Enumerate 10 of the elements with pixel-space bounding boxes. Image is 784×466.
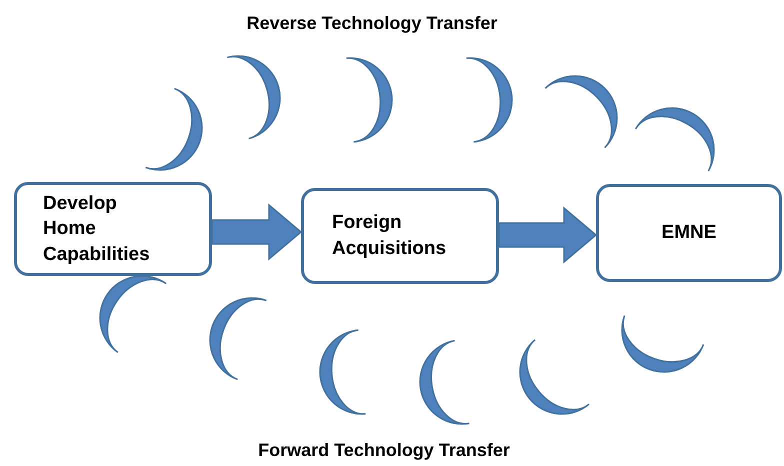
block-arrow xyxy=(498,206,598,264)
box-label: Develop Home Capabilities xyxy=(43,192,151,267)
process-box xyxy=(596,184,782,282)
process-box xyxy=(301,188,499,284)
section-heading: Reverse Technology Transfer xyxy=(246,13,498,34)
section-heading: Forward Technology Transfer xyxy=(258,440,510,461)
block-arrow xyxy=(211,203,302,261)
box-label: Foreign Acquisitions xyxy=(332,211,448,261)
process-box xyxy=(14,182,212,276)
box-label: EMNE xyxy=(662,221,716,246)
